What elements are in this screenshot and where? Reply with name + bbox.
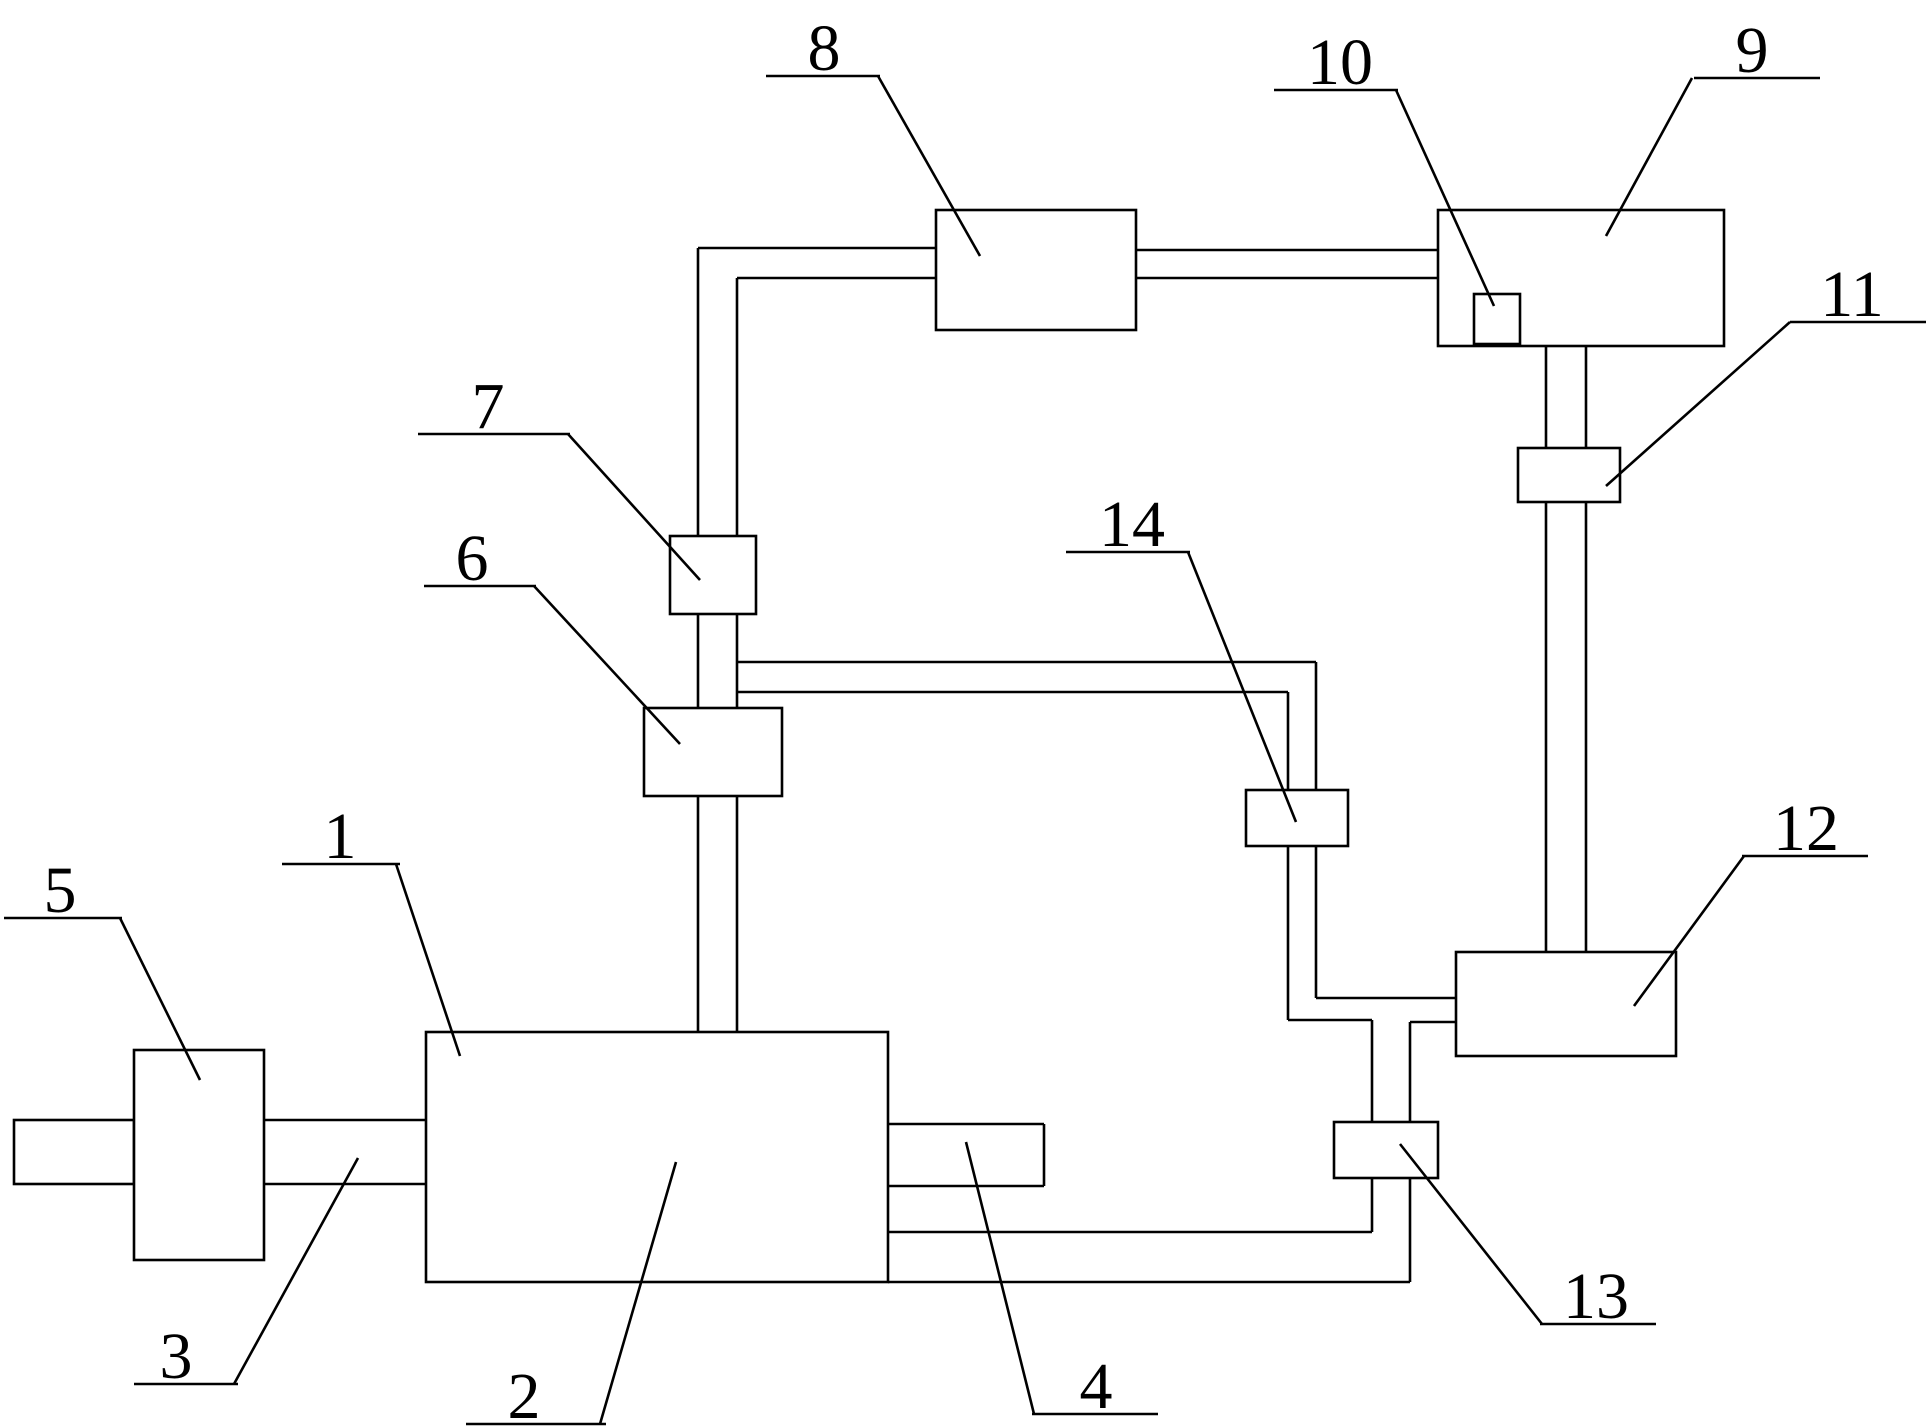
label-12: 12 <box>1773 792 1839 865</box>
label-8: 8 <box>808 12 841 85</box>
leader-10 <box>1394 89 1496 307</box>
component-1-housing <box>424 1030 890 1284</box>
components <box>132 208 1726 1284</box>
component-10 <box>1472 292 1522 346</box>
component-13 <box>1332 1120 1440 1180</box>
leader-9 <box>1604 77 1694 237</box>
label-2: 2 <box>508 1360 541 1426</box>
leader-6 <box>533 585 681 745</box>
labels: 1 2 3 4 5 6 7 8 9 10 11 12 13 14 <box>44 12 1884 1426</box>
label-9: 9 <box>1736 14 1769 87</box>
leader-3 <box>232 1157 360 1385</box>
component-11 <box>1516 446 1622 504</box>
label-11: 11 <box>1820 258 1884 331</box>
leader-13 <box>1398 1143 1544 1325</box>
leader-4 <box>964 1141 1036 1415</box>
component-14 <box>1244 788 1350 848</box>
shaft-stub <box>12 1118 136 1186</box>
label-13: 13 <box>1563 1260 1629 1333</box>
component-5 <box>132 1048 266 1262</box>
label-1: 1 <box>324 800 357 873</box>
leader-1 <box>394 863 462 1057</box>
leaders <box>4 74 1926 1426</box>
leader-5 <box>118 917 202 1081</box>
label-3: 3 <box>160 1320 193 1393</box>
component-6 <box>642 706 784 798</box>
component-8 <box>934 208 1138 332</box>
label-7: 7 <box>472 370 505 443</box>
component-7 <box>668 534 758 616</box>
leader-11 <box>1605 321 1791 487</box>
label-10: 10 <box>1307 26 1373 99</box>
leader-7 <box>567 433 701 581</box>
leader-14 <box>1186 551 1298 823</box>
leader-12 <box>1632 855 1746 1007</box>
label-14: 14 <box>1099 488 1165 561</box>
leader-8 <box>876 75 982 257</box>
component-12 <box>1454 950 1678 1058</box>
label-4: 4 <box>1080 1350 1113 1423</box>
label-6: 6 <box>456 522 489 595</box>
leader-2 <box>598 1161 678 1425</box>
label-5: 5 <box>44 854 77 927</box>
